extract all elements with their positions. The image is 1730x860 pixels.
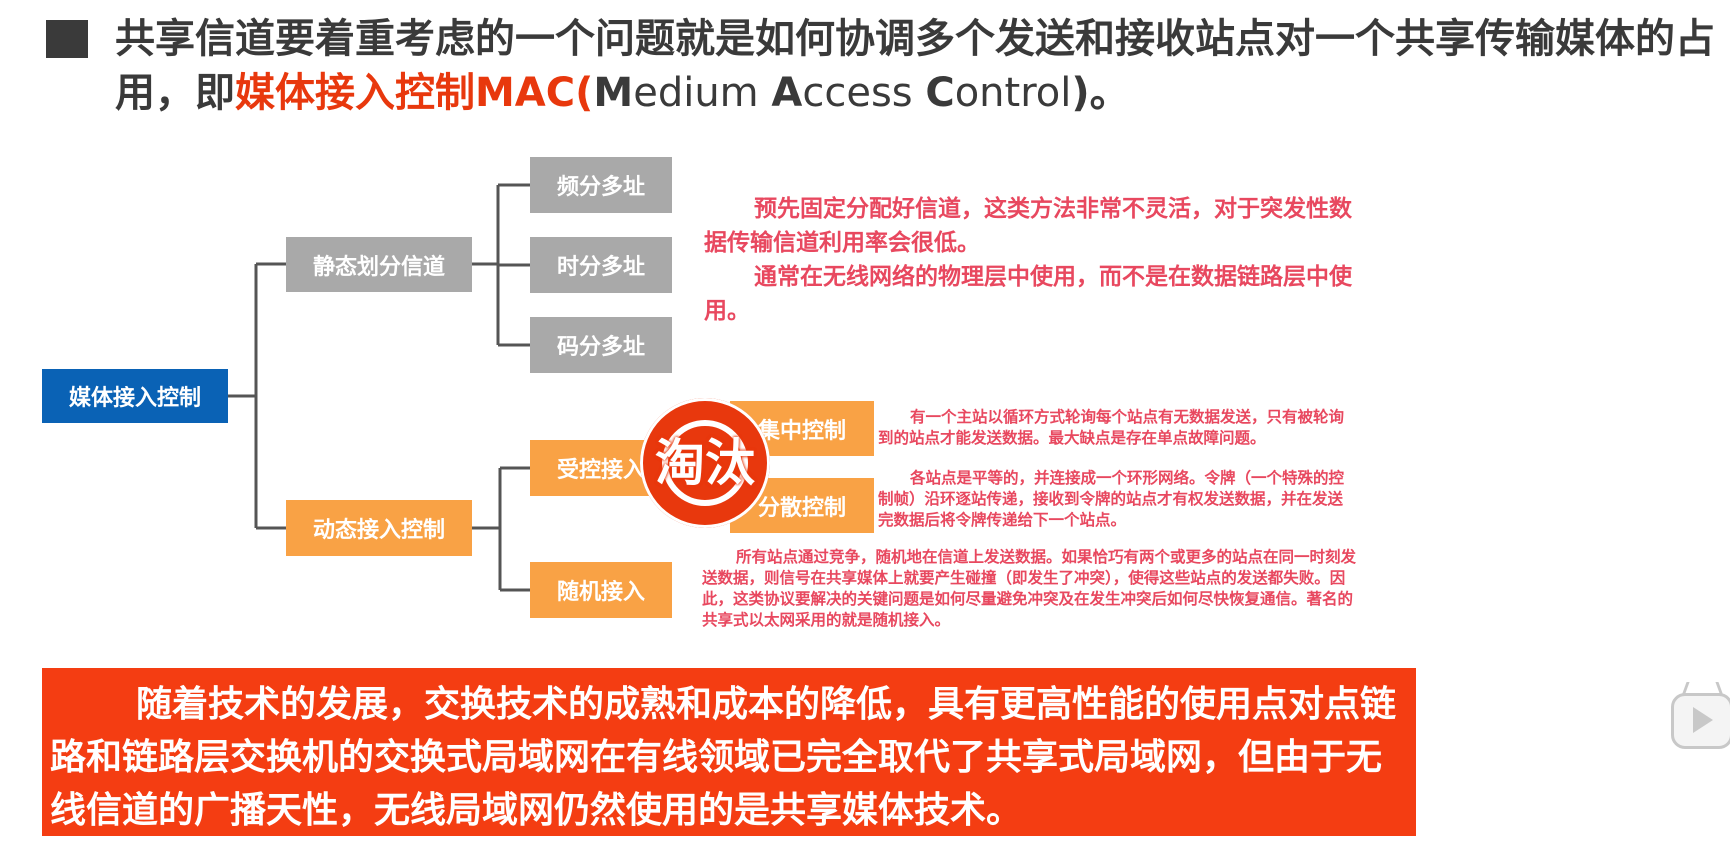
note-central: 有一个主站以循环方式轮询每个站点有无数据发送，只有被轮询到的站点才能发送数据。最…: [878, 408, 1345, 447]
summary-banner: 随着技术的发展，交换技术的成熟和成本的降低，具有更高性能的使用点对点链路和链路层…: [42, 668, 1416, 836]
headline: 共享信道要着重考虑的一个问题就是如何协调多个发送和接收站点对一个共享传输媒体的占…: [115, 12, 1715, 120]
node-tdma: 时分多址: [530, 237, 672, 293]
node-dynamic: 动态接入控制: [286, 500, 472, 556]
play-icon-triangle: [1693, 707, 1713, 733]
headline-c: C: [925, 70, 955, 116]
eliminated-stamp-text: 淘汰: [655, 434, 755, 492]
node-random: 随机接入: [530, 562, 672, 618]
node-root: 媒体接入控制: [42, 369, 228, 423]
headline-part1: 共享信道要着重考虑的一个问题就是如何协调多个发送和接收站点对一个共享传输媒体的占: [115, 16, 1715, 62]
headline-part2: 用，即: [115, 70, 235, 116]
eliminated-stamp-ring: [662, 420, 748, 506]
node-cdma: 码分多址: [530, 317, 672, 373]
note-random: 所有站点通过竞争，随机地在信道上发送数据。如果恰巧有两个或更多的站点在同一时刻发…: [702, 548, 1357, 629]
node-fdma: 频分多址: [530, 157, 672, 213]
headline-open-paren: (: [575, 70, 594, 116]
headline-ccess: ccess: [802, 70, 926, 116]
note-static-2: 通常在无线网络的物理层中使用，而不是在数据链路层中使用。: [704, 264, 1352, 324]
note-distributed: 各站点是平等的，并连接成一个环形网络。令牌（一个特殊的控制帧）沿环逐站传递，接收…: [878, 469, 1345, 529]
summary-banner-text: 随着技术的发展，交换技术的成熟和成本的降低，具有更高性能的使用点对点链路和链路层…: [50, 684, 1397, 831]
node-static: 静态划分信道: [286, 237, 472, 292]
headline-highlight: 媒体接入控制MAC: [235, 70, 576, 116]
note-static-1: 预先固定分配好信道，这类方法非常不灵活，对于突发性数据传输信道利用率会很低。: [704, 196, 1352, 256]
headline-a: A: [771, 70, 803, 116]
headline-close: )。: [1071, 70, 1130, 116]
headline-ontrol: ontrol: [954, 70, 1072, 116]
headline-edium: edium: [633, 70, 772, 116]
note-static: 预先固定分配好信道，这类方法非常不灵活，对于突发性数据传输信道利用率会很低。 通…: [704, 192, 1360, 328]
bullet-square: [46, 20, 88, 58]
headline-m: M: [593, 70, 634, 116]
